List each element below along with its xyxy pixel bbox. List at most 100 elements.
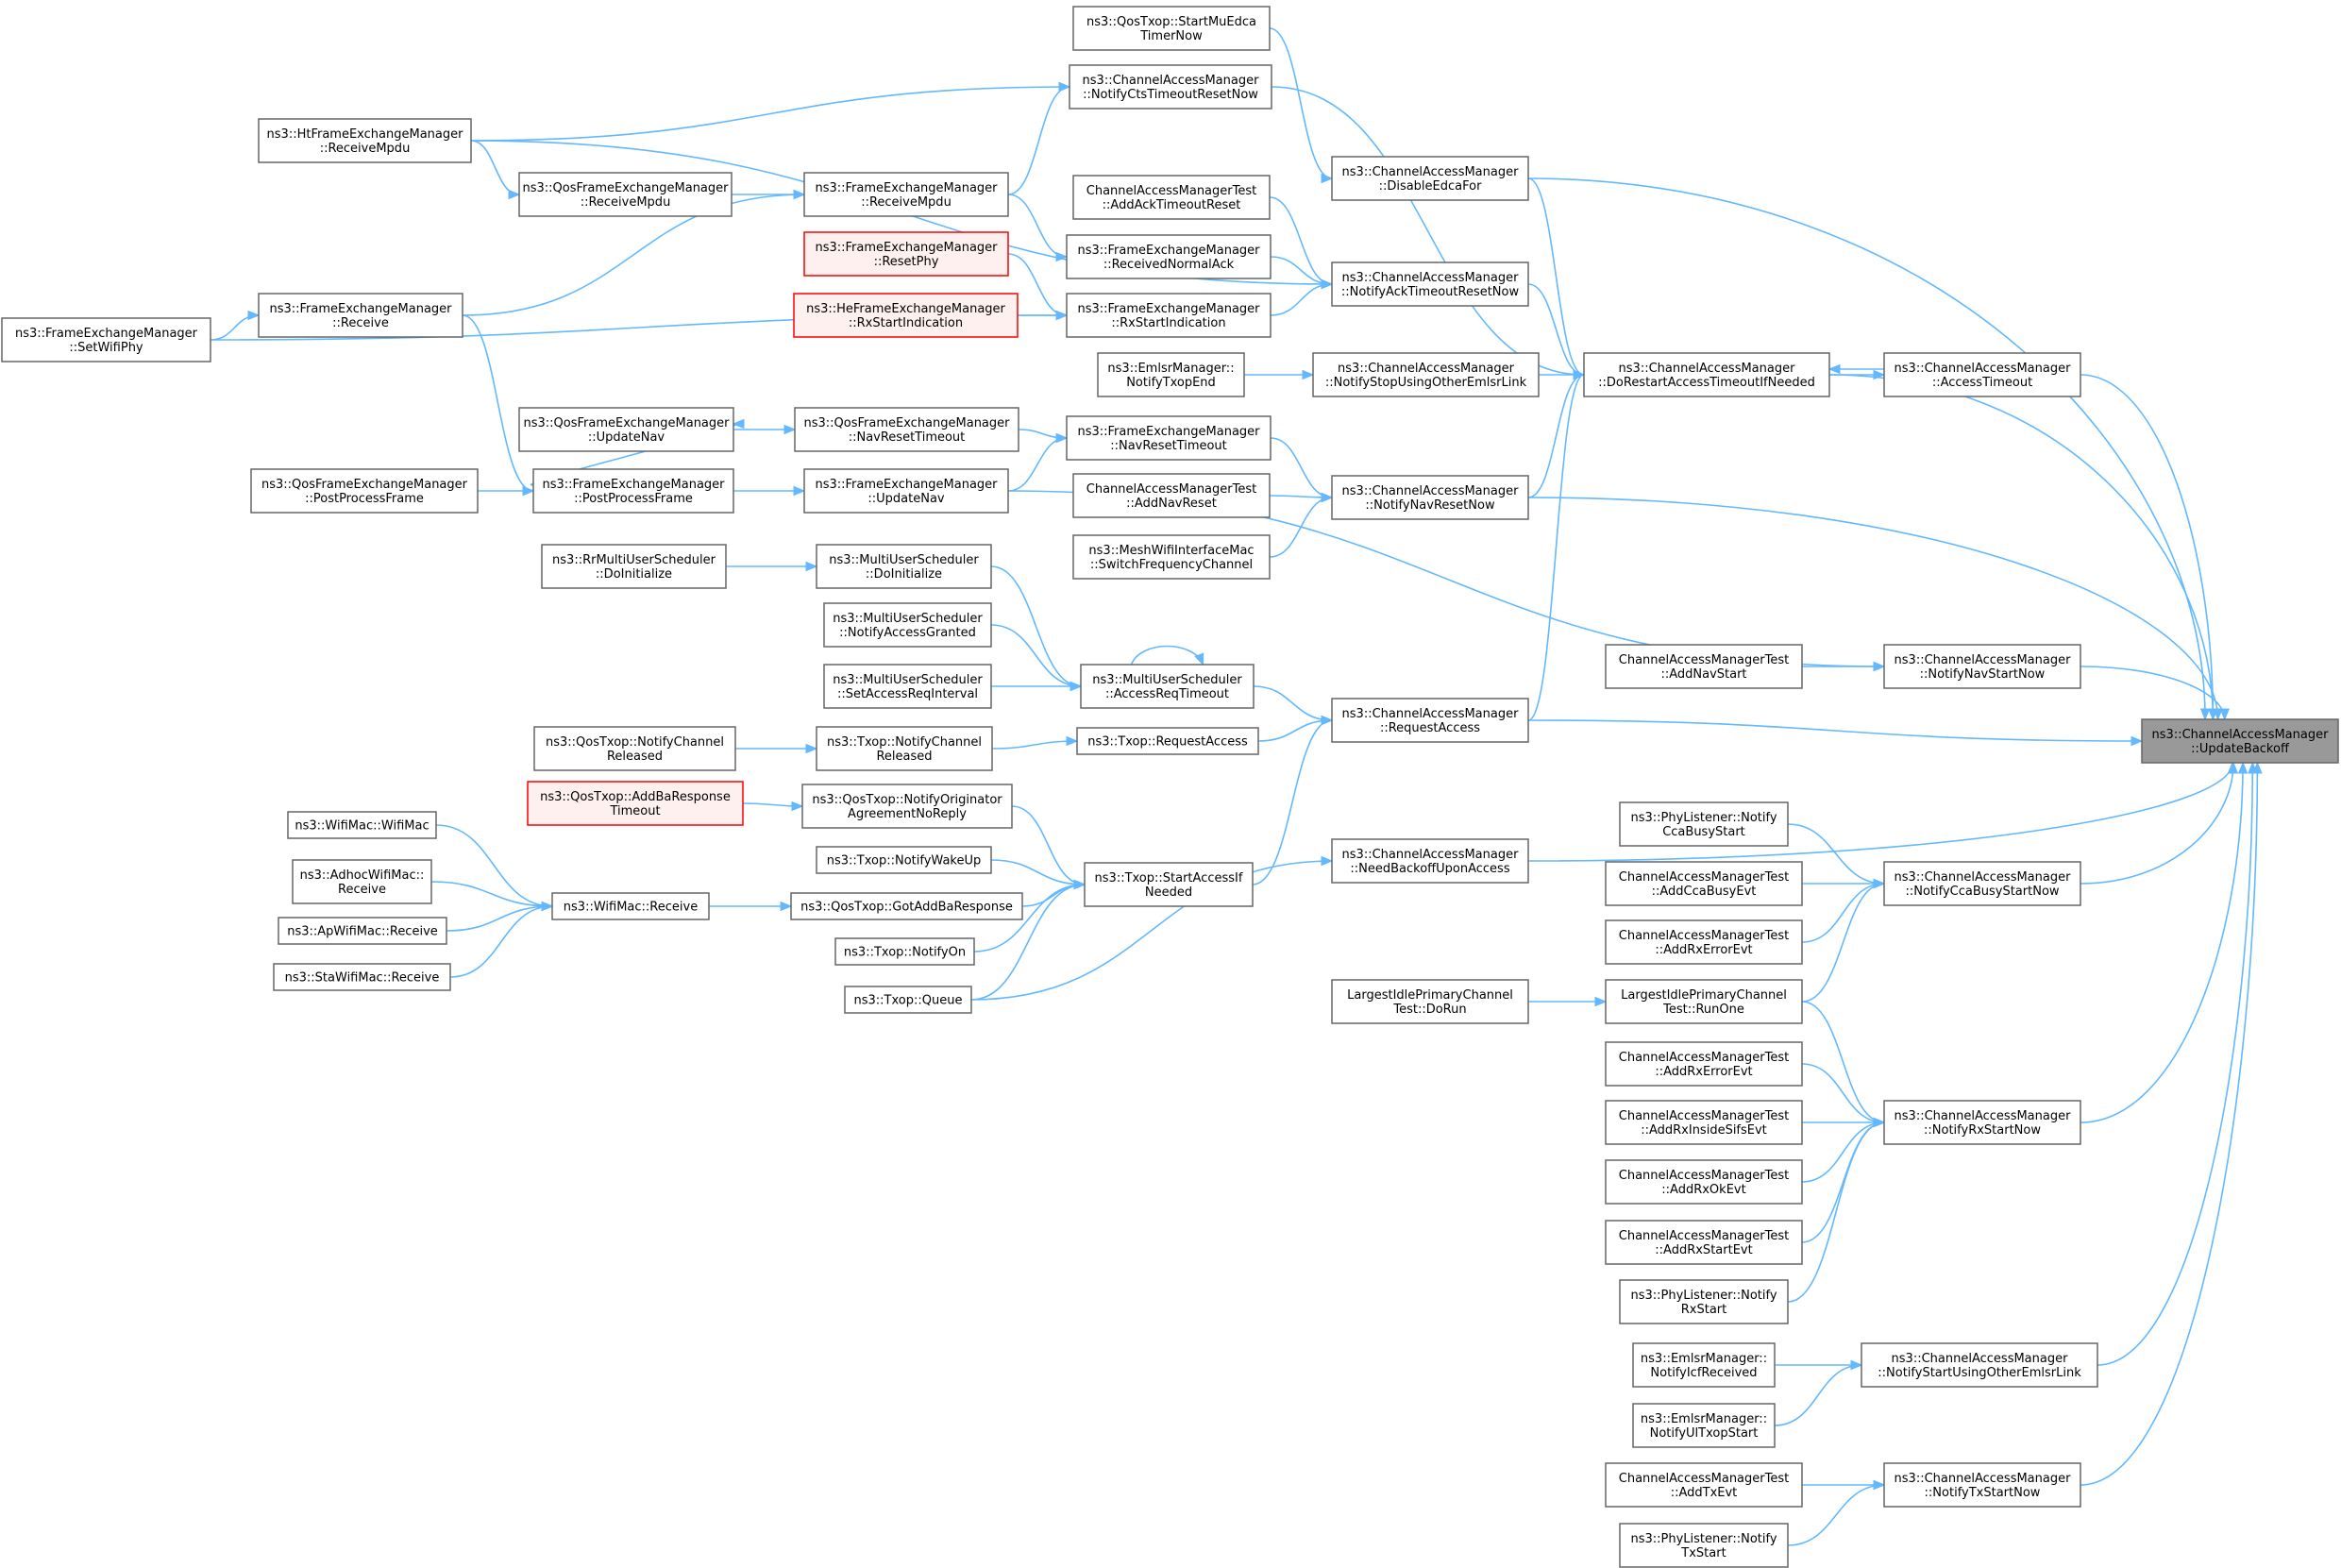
node-txop-notify-wakeup[interactable]: ns3::Txop::NotifyWakeUp xyxy=(816,846,992,874)
node-add-rx-start[interactable]: ChannelAccessManagerTest::AddRxStartEvt xyxy=(1605,1220,1803,1265)
edge-fem-nav-reset-to-notify-nav-reset xyxy=(1270,437,1333,498)
node-txop-notify-on[interactable]: ns3::Txop::NotifyOn xyxy=(834,937,975,966)
node-qos-got-addba[interactable]: ns3::QosTxop::GotAddBaResponse xyxy=(790,892,1023,920)
node-label-line: ns3::ChannelAccessManager xyxy=(1892,1352,2069,1366)
node-box xyxy=(1605,979,1803,1024)
node-notify-ack-timeout[interactable]: ns3::ChannelAccessManager::NotifyAckTime… xyxy=(1331,261,1529,307)
node-label-line: ns3::Txop::Queue xyxy=(854,994,963,1008)
edge-arrowhead xyxy=(2228,761,2239,774)
node-add-nav-start[interactable]: ChannelAccessManagerTest::AddNavStart xyxy=(1605,644,1803,689)
node-label-line: ::AddNavStart xyxy=(1660,667,1746,682)
node-add-rx-error-2[interactable]: ChannelAccessManagerTest::AddRxErrorEvt xyxy=(1605,1041,1803,1087)
node-box xyxy=(803,231,1009,277)
node-label-line: ::Receive xyxy=(332,316,389,330)
node-add-rx-ok[interactable]: ChannelAccessManagerTest::AddRxOkEvt xyxy=(1605,1159,1803,1205)
node-mesh-switch[interactable]: ns3::MeshWifiInterfaceMac::SwitchFrequen… xyxy=(1072,534,1271,580)
node-emlsr-ul-txop[interactable]: ns3::EmlsrManager::NotifyUlTxopStart xyxy=(1632,1403,1776,1448)
node-emlsr-notify-txop-end[interactable]: ns3::EmlsrManager::NotifyTxopEnd xyxy=(1097,352,1245,397)
node-received-normal-ack[interactable]: ns3::FrameExchangeManager::ReceivedNorma… xyxy=(1066,234,1272,279)
node-label-line: Test::RunOne xyxy=(1662,1003,1744,1017)
node-mus-notify-granted[interactable]: ns3::MultiUserScheduler::NotifyAccessGra… xyxy=(823,602,992,648)
node-label-line: LargestIdlePrimaryChannel xyxy=(1347,988,1513,1003)
node-mus-do-init[interactable]: ns3::MultiUserScheduler::DoInitialize xyxy=(816,544,992,589)
node-qos-update-nav[interactable]: ns3::QosFrameExchangeManager::UpdateNav xyxy=(518,407,734,452)
node-add-tx[interactable]: ChannelAccessManagerTest::AddTxEvt xyxy=(1605,1462,1803,1508)
node-add-rx-inside-sifs[interactable]: ChannelAccessManagerTest::AddRxInsideSif… xyxy=(1605,1100,1803,1145)
node-box xyxy=(803,468,1009,514)
node-fem-update-nav[interactable]: ns3::FrameExchangeManager::UpdateNav xyxy=(803,468,1009,514)
edge-mus-notify-granted-to-mus-access-req-timeout xyxy=(990,624,1082,687)
node-sta-receive[interactable]: ns3::StaWifiMac::Receive xyxy=(273,963,451,991)
node-notify-nav-start[interactable]: ns3::ChannelAccessManager::NotifyNavStar… xyxy=(1883,644,2081,689)
node-phy-cca-busy-start[interactable]: ns3::PhyListener::NotifyCcaBusyStart xyxy=(1619,801,1789,847)
node-notify-start-emlsr[interactable]: ns3::ChannelAccessManager::NotifyStartUs… xyxy=(1861,1342,2098,1388)
node-label-line: ns3::ChannelAccessManager xyxy=(1342,848,1520,862)
node-qos-notify-originator[interactable]: ns3::QosTxop::NotifyOriginatorAgreementN… xyxy=(801,784,1013,829)
node-txop-request-access[interactable]: ns3::Txop::RequestAccess xyxy=(1076,727,1259,755)
node-fem-receive[interactable]: ns3::FrameExchangeManager::Receive xyxy=(258,293,463,338)
node-label-line: ns3::FrameExchangeManager xyxy=(815,478,998,492)
node-box xyxy=(816,544,992,589)
node-box xyxy=(1619,1523,1789,1568)
node-phy-tx-start[interactable]: ns3::PhyListener::NotifyTxStart xyxy=(1619,1523,1789,1568)
node-wifimac-wifimac[interactable]: ns3::WifiMac::WifiMac xyxy=(287,811,437,839)
node-label-line: LargestIdlePrimaryChannel xyxy=(1621,988,1787,1003)
node-phy-rx-start[interactable]: ns3::PhyListener::NotifyRxStart xyxy=(1619,1279,1789,1324)
node-fem-receive-mpdu[interactable]: ns3::FrameExchangeManager::ReceiveMpdu xyxy=(803,172,1009,217)
node-qos-post-process[interactable]: ns3::QosFrameExchangeManager::PostProces… xyxy=(250,468,479,514)
node-do-restart[interactable]: ns3::ChannelAccessManager::DoRestartAcce… xyxy=(1583,352,1830,397)
node-notify-tx-start[interactable]: ns3::ChannelAccessManager::NotifyTxStart… xyxy=(1883,1462,2081,1508)
node-fem-nav-reset[interactable]: ns3::FrameExchangeManager::NavResetTimeo… xyxy=(1066,415,1272,461)
node-box xyxy=(1331,979,1529,1024)
node-disable-edca[interactable]: ns3::ChannelAccessManager::DisableEdcaFo… xyxy=(1331,156,1529,201)
edge-arrowhead xyxy=(1321,855,1334,867)
node-ht-receive-mpdu[interactable]: ns3::HtFrameExchangeManager::ReceiveMpdu xyxy=(258,118,472,163)
node-access-timeout[interactable]: ns3::ChannelAccessManager::AccessTimeout xyxy=(1883,352,2081,397)
node-notify-cca-busy-start[interactable]: ns3::ChannelAccessManager::NotifyCcaBusy… xyxy=(1883,861,2081,906)
node-rr-do-init[interactable]: ns3::RrMultiUserScheduler::DoInitialize xyxy=(541,544,727,589)
node-notify-cts[interactable]: ns3::ChannelAccessManager::NotifyCtsTime… xyxy=(1069,64,1272,110)
node-label-line: ns3::FrameExchangeManager xyxy=(815,181,998,195)
node-set-wifi-phy[interactable]: ns3::FrameExchangeManager::SetWifiPhy xyxy=(1,317,211,362)
node-notify-stop-emlsr[interactable]: ns3::ChannelAccessManager::NotifyStopUsi… xyxy=(1312,352,1540,397)
edge-arrowhead xyxy=(1873,878,1886,889)
node-qos-receive-mpdu[interactable]: ns3::QosFrameExchangeManager::ReceiveMpd… xyxy=(518,172,733,217)
node-mus-set-interval[interactable]: ns3::MultiUserScheduler::SetAccessReqInt… xyxy=(823,664,992,709)
node-he-rx-start[interactable]: ns3::HeFrameExchangeManager::RxStartIndi… xyxy=(793,293,1019,338)
node-request-access[interactable]: ns3::ChannelAccessManager::RequestAccess xyxy=(1331,698,1529,743)
node-notify-nav-reset[interactable]: ns3::ChannelAccessManager::NotifyNavRese… xyxy=(1331,475,1529,520)
node-label-line: ::PostProcessFrame xyxy=(305,492,424,506)
node-label-line: ns3::MultiUserScheduler xyxy=(833,673,983,687)
node-wifimac-receive[interactable]: ns3::WifiMac::Receive xyxy=(551,892,710,920)
node-add-rx-error-1[interactable]: ChannelAccessManagerTest::AddRxErrorEvt xyxy=(1605,919,1803,965)
node-ap-receive[interactable]: ns3::ApWifiMac::Receive xyxy=(278,917,447,945)
node-add-cca-busy[interactable]: ChannelAccessManagerTest::AddCcaBusyEvt xyxy=(1605,861,1803,906)
node-reset-phy[interactable]: ns3::FrameExchangeManager::ResetPhy xyxy=(803,231,1009,277)
node-need-backoff[interactable]: ns3::ChannelAccessManager::NeedBackoffUp… xyxy=(1331,838,1529,884)
node-label-line: ::NotifyNavStartNow xyxy=(1920,667,2046,682)
node-fem-rx-start[interactable]: ns3::FrameExchangeManager::RxStartIndica… xyxy=(1066,293,1272,338)
node-label-line: ::RxStartIndication xyxy=(849,316,963,330)
node-add-ack-timeout[interactable]: ChannelAccessManagerTest::AddAckTimeoutR… xyxy=(1072,175,1271,220)
node-adhoc-receive[interactable]: ns3::AdhocWifiMac::Receive xyxy=(292,859,432,904)
node-label-line: ::DisableEdcaFor xyxy=(1379,179,1483,194)
node-box xyxy=(1605,861,1803,906)
node-mus-access-req-timeout[interactable]: ns3::MultiUserScheduler::AccessReqTimeou… xyxy=(1080,664,1255,709)
node-box xyxy=(250,468,479,514)
node-txop-queue[interactable]: ns3::Txop::Queue xyxy=(844,986,972,1014)
node-notify-rx-start[interactable]: ns3::ChannelAccessManager::NotifyRxStart… xyxy=(1883,1100,2081,1145)
node-add-nav-reset[interactable]: ChannelAccessManagerTest::AddNavReset xyxy=(1072,473,1271,518)
node-emlsr-icf[interactable]: ns3::EmlsrManager::NotifyIcfReceived xyxy=(1632,1342,1776,1388)
node-fem-post-process[interactable]: ns3::FrameExchangeManager::PostProcessFr… xyxy=(532,468,734,514)
node-update-backoff[interactable]: ns3::ChannelAccessManager::UpdateBackoff xyxy=(2141,718,2339,764)
edge-arrowhead xyxy=(1827,363,1841,375)
node-qos-nav-reset[interactable]: ns3::QosFrameExchangeManager::NavResetTi… xyxy=(794,407,1019,452)
